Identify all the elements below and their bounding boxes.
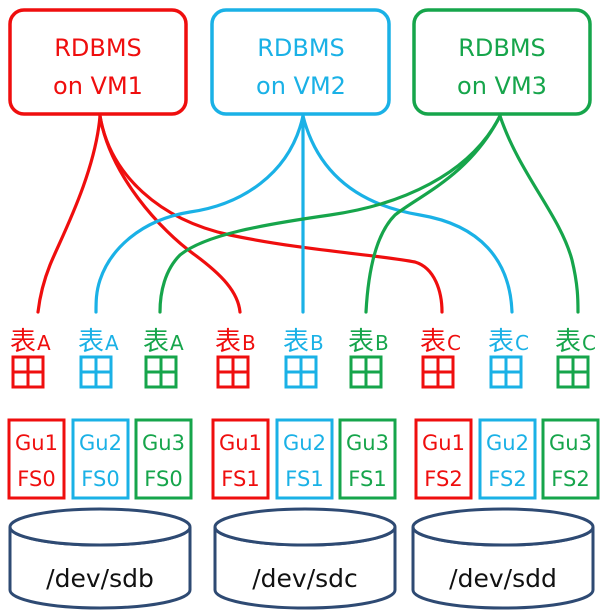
table-kanji: 表 — [10, 327, 36, 357]
filesystem-fs: FS1 — [221, 467, 259, 491]
disk-label: /dev/sdd — [449, 564, 557, 593]
table-grid-icon — [144, 355, 178, 389]
table-grid-icon — [284, 355, 318, 389]
table-grid-icon — [349, 355, 383, 389]
filesystem-fs: FS1 — [285, 467, 323, 491]
filesystem-gu: Gu1 — [219, 431, 262, 455]
vm-box: RDBMS on VM2 — [210, 8, 391, 116]
table-letter: C — [447, 331, 461, 355]
vm-host: on VM2 — [256, 72, 346, 100]
table-kanji: 表 — [420, 327, 446, 357]
table-kanji: 表 — [78, 327, 104, 357]
link-line — [301, 114, 514, 314]
vm-box: RDBMS on VM1 — [8, 8, 188, 116]
table-letter: A — [105, 331, 119, 355]
vm-host: on VM3 — [457, 72, 547, 100]
vm-title: RDBMS — [458, 34, 546, 62]
link-line — [498, 114, 580, 314]
table-grid-icon — [216, 355, 250, 389]
table-grid-icon — [421, 355, 455, 389]
filesystem-fs: FS2 — [551, 467, 589, 491]
table-letter: A — [37, 331, 51, 355]
filesystem-gu: Gu2 — [79, 431, 122, 455]
table-grid-icon — [79, 355, 113, 389]
table-letter: C — [582, 331, 596, 355]
table-letter: B — [310, 331, 324, 355]
disk-cylinder: /dev/sdd — [411, 507, 595, 610]
vm-box: RDBMS on VM3 — [412, 8, 592, 116]
filesystem-gu: Gu3 — [549, 431, 592, 455]
table-letter: B — [242, 331, 256, 355]
table-letter: A — [170, 331, 184, 355]
disk-cylinder: /dev/sdb — [8, 507, 192, 610]
vm-host: on VM1 — [53, 72, 143, 100]
table-grid-icon — [489, 355, 523, 389]
filesystem-gu: Gu2 — [486, 431, 529, 455]
link-line — [36, 114, 102, 314]
filesystem-gu: Gu3 — [346, 431, 389, 455]
disk-cylinder: /dev/sdc — [213, 507, 397, 610]
filesystem-fs: FS1 — [348, 467, 386, 491]
filesystem-fs: FS2 — [424, 467, 462, 491]
link-line — [98, 114, 444, 314]
vm-title: RDBMS — [257, 34, 345, 62]
filesystem-row: Gu1FS0Gu2FS0Gu3FS0Gu1FS1Gu2FS1Gu3FS1Gu1F… — [7, 418, 600, 500]
table-letter: C — [515, 331, 529, 355]
filesystem-fs: FS2 — [488, 467, 526, 491]
filesystem-gu: Gu2 — [283, 431, 326, 455]
disk-label: /dev/sdb — [46, 564, 154, 593]
table-kanji: 表 — [348, 327, 374, 357]
disk-label: /dev/sdc — [252, 564, 358, 593]
table-kanji: 表 — [143, 327, 169, 357]
disk-row: /dev/sdb/dev/sdc/dev/sdd — [8, 507, 595, 610]
connection-lines — [36, 114, 580, 314]
link-line — [364, 114, 502, 314]
filesystem-gu: Gu1 — [15, 431, 58, 455]
table-kanji: 表 — [555, 327, 581, 357]
link-line — [94, 114, 305, 314]
link-line — [158, 114, 502, 314]
filesystem-gu: Gu1 — [422, 431, 465, 455]
table-kanji: 表 — [215, 327, 241, 357]
filesystem-fs: FS0 — [81, 467, 119, 491]
filesystem-fs: FS0 — [17, 467, 55, 491]
table-letter: B — [375, 331, 389, 355]
table-grid-icon — [11, 355, 45, 389]
table-kanji: 表 — [283, 327, 309, 357]
table-kanji: 表 — [488, 327, 514, 357]
filesystem-fs: FS0 — [144, 467, 182, 491]
vm-title: RDBMS — [54, 34, 142, 62]
table-grid-icon — [556, 355, 590, 389]
filesystem-gu: Gu3 — [142, 431, 185, 455]
